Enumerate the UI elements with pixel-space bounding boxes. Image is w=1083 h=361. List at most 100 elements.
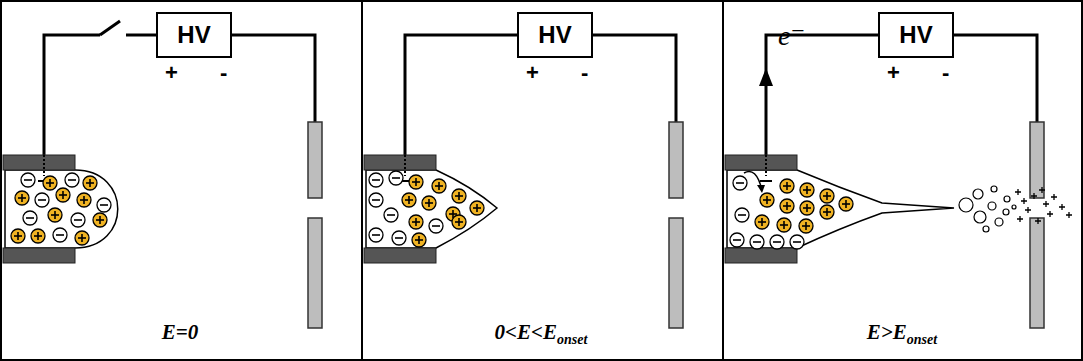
gas-phase-ion: [1015, 189, 1021, 195]
liquid-meniscus: [5, 170, 118, 248]
ion-circle: [452, 189, 466, 203]
ion-sign: [786, 182, 788, 190]
anion-symbol: [730, 233, 744, 247]
ion-circle: [755, 215, 769, 229]
ion-circle: [402, 193, 416, 207]
cation-symbol: [83, 176, 97, 190]
cation-symbol: [31, 229, 45, 243]
ion-sign: [395, 237, 403, 239]
ion-sign: [372, 199, 380, 201]
anion-symbol: [389, 171, 403, 185]
ion-circle: [369, 228, 383, 242]
ion-sign: [38, 199, 46, 201]
caption-group: 0<E<Eonset: [495, 322, 588, 343]
ion-sign: [21, 194, 23, 202]
gas-phase-ion: [1039, 187, 1045, 193]
capillary-wall: [364, 248, 436, 263]
ion-sign: [766, 196, 768, 204]
panel-frame: [1, 1, 362, 360]
anion-symbol: [97, 198, 111, 212]
cation-symbol: [409, 215, 423, 229]
counter-electrode: [308, 218, 322, 328]
anion-symbol: [53, 228, 67, 242]
polarity-sign: -: [220, 62, 227, 84]
gas-phase-ion: [1021, 198, 1027, 204]
ion-sign: [17, 232, 19, 240]
cation-symbol: [56, 188, 70, 202]
power-supply-box: HV: [156, 12, 232, 58]
ion-circle: [43, 176, 57, 190]
caption-group: E>Eonset: [867, 322, 937, 343]
panel-frame: [362, 1, 723, 360]
ion-circle: [839, 197, 853, 211]
counter-electrode: [1030, 122, 1044, 198]
cation-symbol: [75, 231, 89, 245]
ion-sign: [432, 225, 440, 227]
anion-symbol: [750, 235, 764, 249]
ion-circle: [409, 215, 423, 229]
anion-symbol: [735, 208, 749, 222]
ion-circle: [730, 233, 744, 247]
ion-sign: [56, 234, 64, 236]
anion-symbol: [369, 228, 383, 242]
gas-phase-ion: [1066, 212, 1072, 218]
cation-symbol: [11, 229, 25, 243]
ion-circle: [409, 175, 423, 189]
cation-symbol: [452, 215, 466, 229]
ion-sign: [99, 216, 101, 224]
ion-circle: [777, 218, 791, 232]
counter-electrode: [669, 218, 683, 328]
ion-sign: [81, 234, 83, 242]
capillary-wall: [3, 248, 75, 263]
ion-sign: [54, 211, 56, 219]
ion-circle: [432, 179, 446, 193]
wire: [593, 35, 676, 122]
charged-droplet: [995, 218, 1003, 226]
cation-symbol: [799, 219, 813, 233]
counter-electrode: [669, 122, 683, 198]
ion-sign: [428, 199, 430, 207]
ion-circle: [56, 188, 70, 202]
ion-sign: [438, 182, 440, 190]
gas-phase-ion: [1017, 216, 1023, 222]
gas-phase-ion: [1059, 204, 1065, 210]
ion-circle: [820, 205, 834, 219]
field-condition: E=0: [162, 320, 198, 344]
cation-symbol: [402, 193, 416, 207]
ion-sign: [100, 204, 108, 206]
cation-symbol: [470, 201, 484, 215]
switch-blade: [100, 21, 120, 35]
cation-symbol: [820, 189, 834, 203]
cation-symbol: [777, 218, 791, 232]
ion-sign: [418, 236, 420, 244]
polarity-sign: +: [165, 62, 178, 84]
cation-symbol: [77, 193, 91, 207]
capillary-wall: [725, 248, 797, 263]
ion-circle: [422, 196, 436, 210]
ion-sign: [415, 178, 417, 186]
field-condition: E>E: [867, 320, 907, 344]
cation-symbol: [780, 199, 794, 213]
ion-circle: [750, 235, 764, 249]
wire: [126, 34, 156, 37]
ion-circle: [733, 176, 747, 190]
cation-symbol: [422, 196, 436, 210]
anion-symbol: [369, 173, 383, 187]
ion-sign: [806, 186, 808, 194]
ion-circle: [429, 219, 443, 233]
ion-sign: [89, 179, 91, 187]
charged-droplet: [974, 211, 986, 223]
ion-circle: [77, 193, 91, 207]
power-supply-box: HV: [517, 12, 593, 58]
ion-sign: [387, 214, 395, 216]
charge-transfer-arrowhead: [757, 185, 765, 193]
counter-electrode: [1030, 218, 1044, 328]
anion-symbol: [733, 176, 747, 190]
ion-circle: [21, 173, 35, 187]
ion-sign: [74, 219, 82, 221]
cation-symbol: [452, 189, 466, 203]
gas-phase-ion: [1025, 207, 1031, 213]
anion-symbol: [35, 193, 49, 207]
anion-symbol: [369, 193, 383, 207]
